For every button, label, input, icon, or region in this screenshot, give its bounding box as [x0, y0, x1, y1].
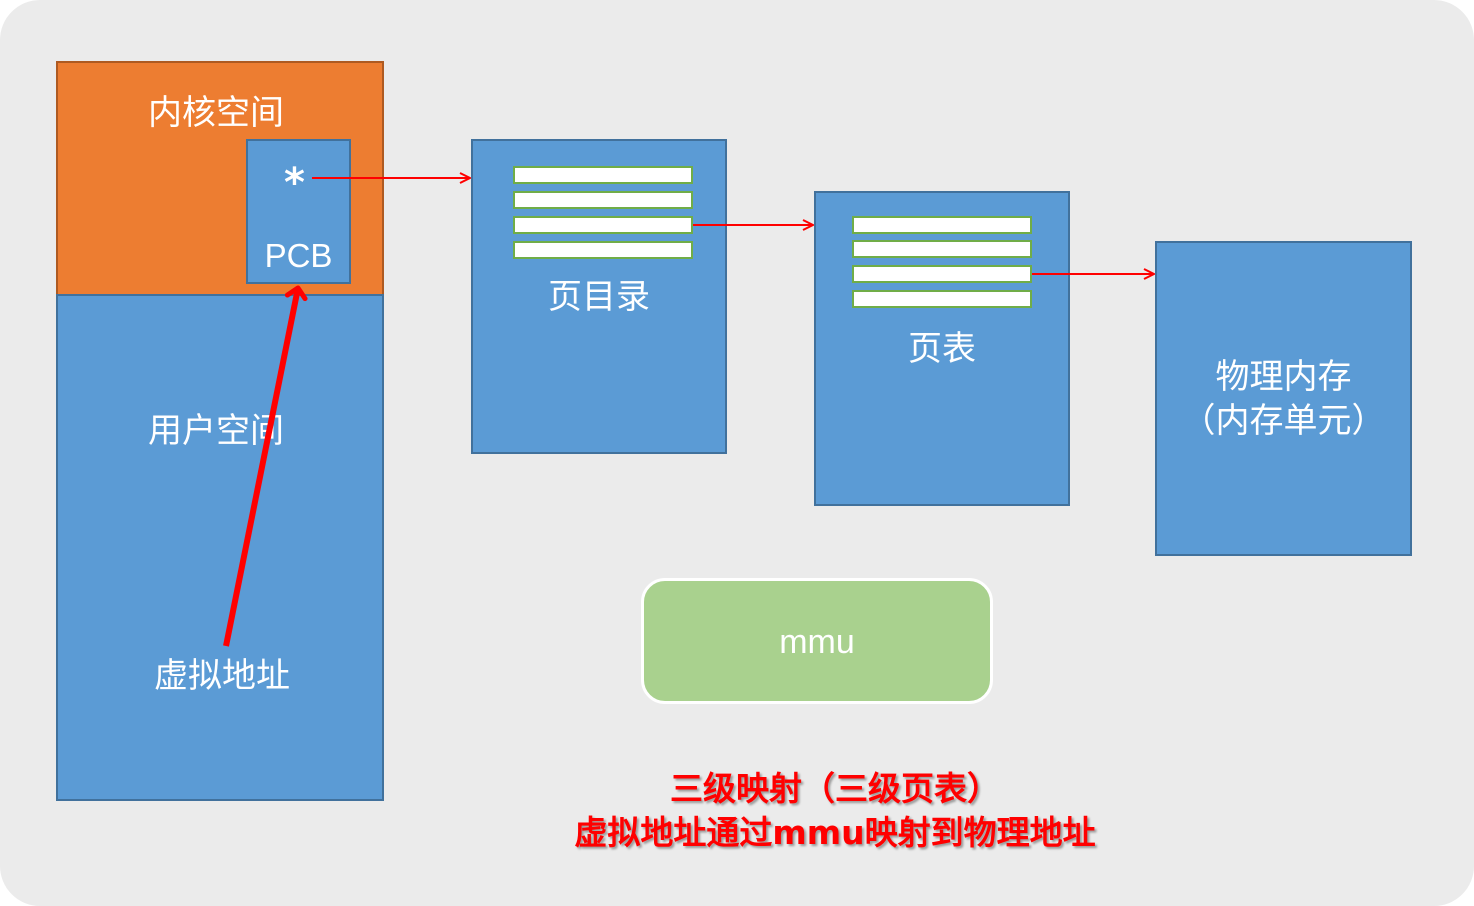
- pcb-block: [246, 139, 351, 284]
- page-directory-entry: [513, 216, 693, 234]
- page-table-entry: [852, 290, 1032, 308]
- page-table-entry: [852, 216, 1032, 234]
- user-space-block: [56, 294, 384, 801]
- page-table-label: 页表: [908, 329, 976, 369]
- kernel-space-label: 内核空间: [148, 93, 284, 133]
- page-directory-entry: [513, 166, 693, 184]
- physical-memory-block: [1155, 241, 1412, 556]
- virtual-address-label: 虚拟地址: [154, 656, 290, 696]
- caption-three-level-mapping: 三级映射（三级页表）: [670, 769, 1000, 808]
- user-space-label: 用户空间: [148, 411, 284, 451]
- page-directory-entry: [513, 241, 693, 259]
- mmu-block: mmu: [641, 578, 993, 704]
- pcb-pointer-symbol: *: [284, 160, 305, 206]
- caption-mmu-mapping: 虚拟地址通过mmu映射到物理地址: [574, 813, 1096, 852]
- page-table-entry: [852, 265, 1032, 283]
- pcb-label: PCB: [264, 237, 333, 274]
- mmu-label: mmu: [779, 623, 855, 661]
- physical-memory-label: 物理内存: [1215, 357, 1352, 397]
- page-directory-entry: [513, 191, 693, 209]
- physical-memory-sublabel: （内存单元）: [1181, 401, 1386, 441]
- page-directory-label: 页目录: [548, 277, 650, 317]
- page-table-entry: [852, 240, 1032, 258]
